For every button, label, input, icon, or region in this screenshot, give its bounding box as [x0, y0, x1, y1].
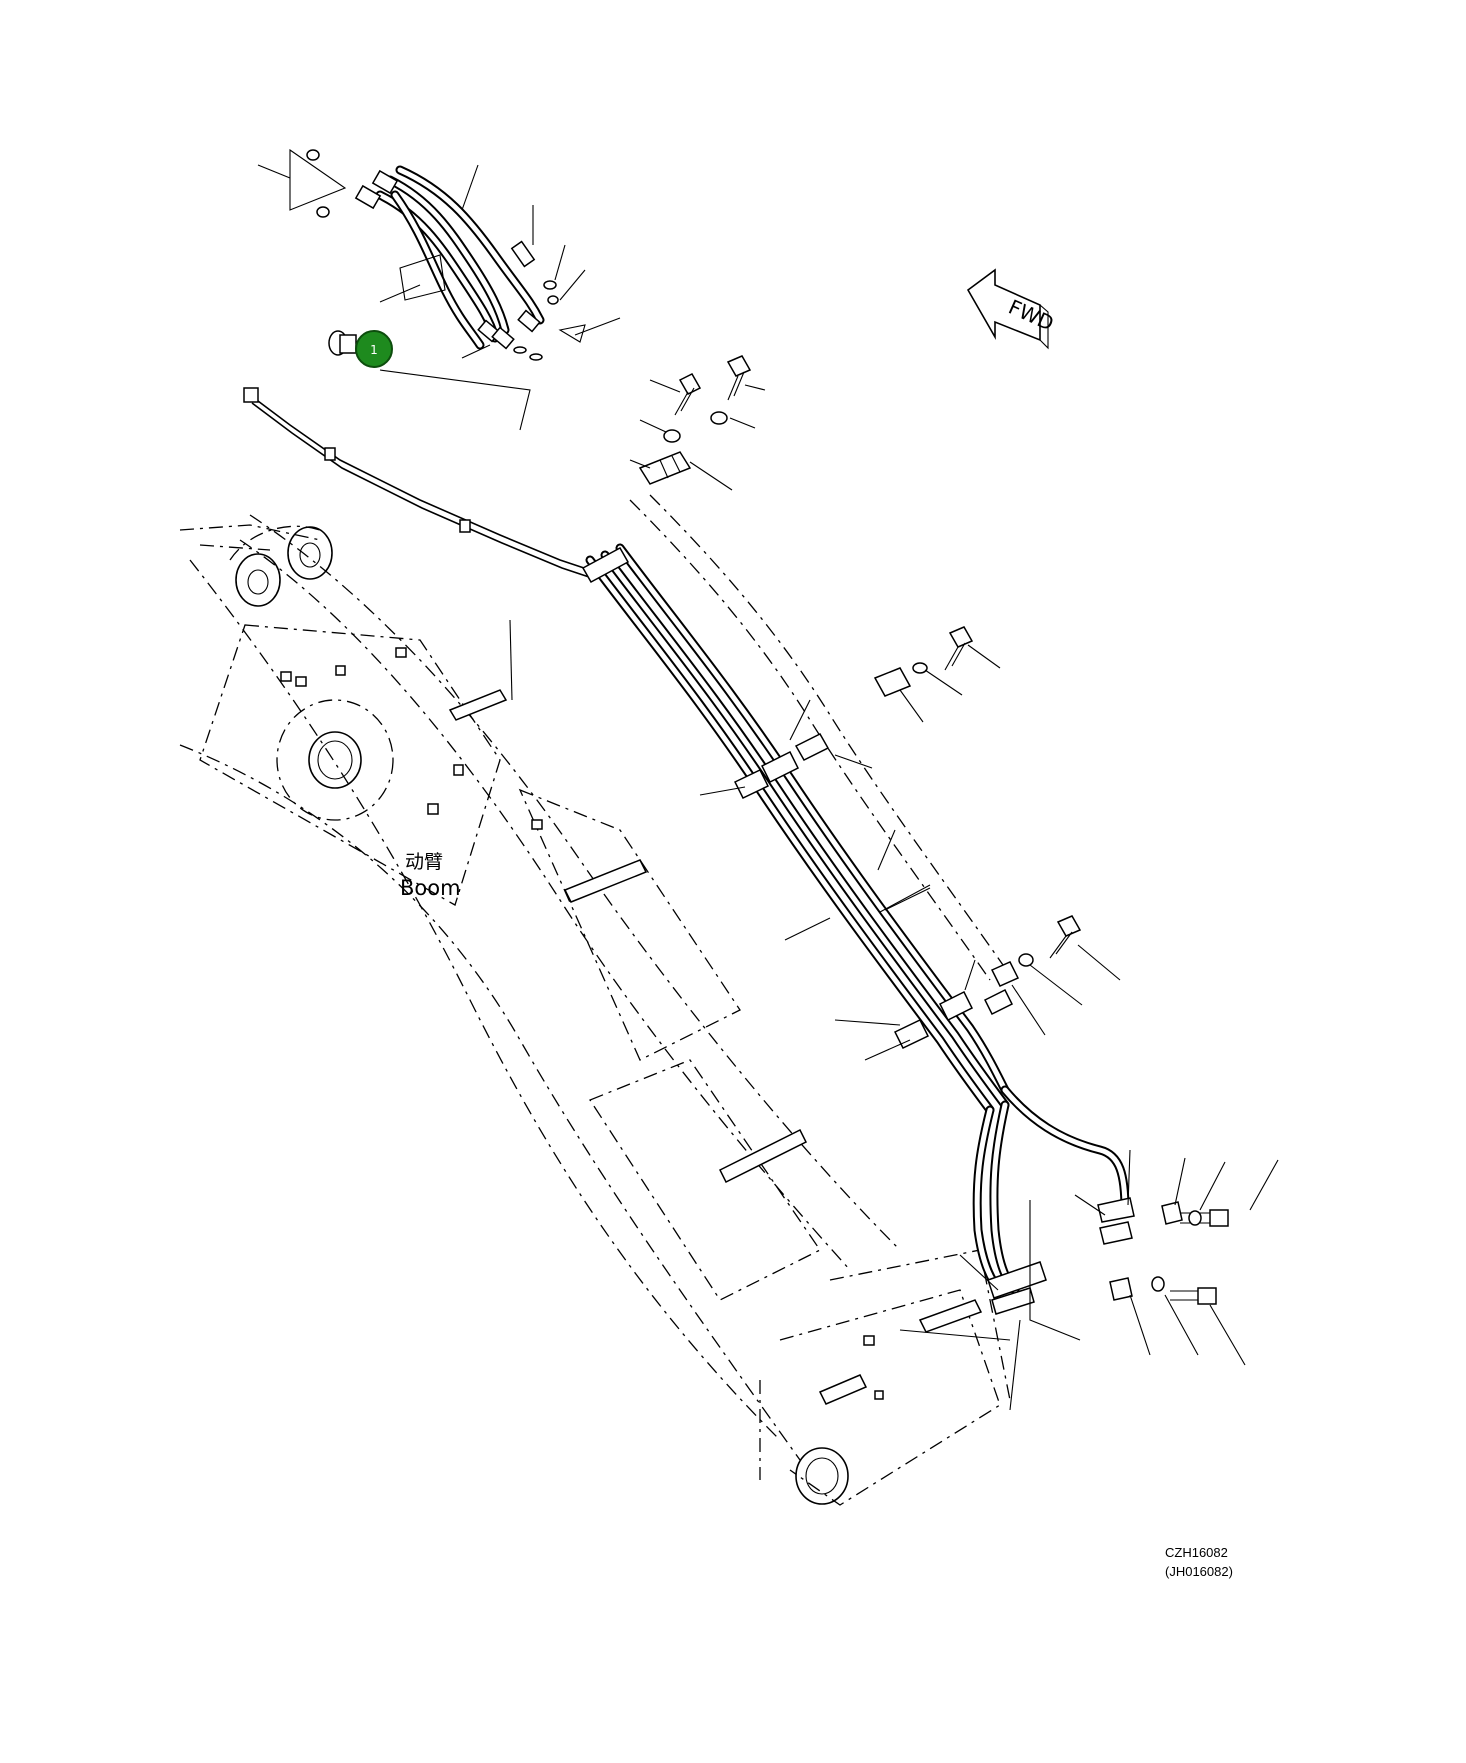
pilot-line [243, 387, 593, 579]
forward-arrow-icon: FWD [966, 268, 1057, 350]
part-callout-1[interactable]: 1 [355, 330, 393, 368]
part-callout-number[interactable]: 1 [370, 343, 378, 357]
callout-part-plug [328, 330, 357, 356]
boom-mounting-pads [280, 647, 884, 1400]
boom-cylinder-boss [276, 699, 394, 821]
clamp-hardware-mid [638, 355, 1229, 1305]
top-hardware [510, 240, 586, 361]
o-rings [289, 148, 347, 218]
drawing-code-alt: (JH016082) [1165, 1564, 1233, 1579]
boom-foot-pins [229, 525, 333, 607]
boom-outline [179, 514, 1011, 1506]
nose-end-fittings [987, 1197, 1135, 1315]
boom-label-english: Boom [400, 876, 461, 900]
boom-hydraulic-lines [585, 494, 1130, 1295]
top-hose-assembly [354, 165, 545, 350]
hose-clamps [448, 546, 1014, 1405]
part-callout-circle[interactable] [355, 330, 393, 368]
leader-lines [257, 164, 1279, 1366]
drawing-code: CZH16082 [1165, 1545, 1228, 1560]
boom-label-chinese: 动臂 [405, 851, 443, 873]
boom-nose-pin [795, 1447, 849, 1505]
bracket-reference-lines [379, 369, 1081, 1411]
